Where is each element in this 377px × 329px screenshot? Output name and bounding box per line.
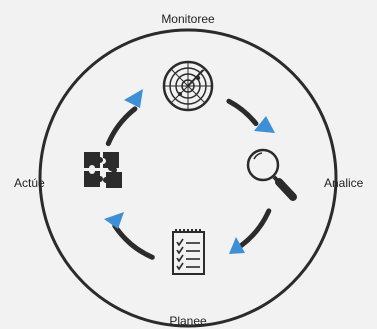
step-label-plan: Planee [169,314,207,328]
arrow-monitor-to-analyze [254,116,275,133]
step-label-act: Actúe [14,176,45,190]
magnifier-icon [246,148,297,201]
arrow-plan-to-act [104,212,124,229]
arc-monitor-to-analyze [226,98,259,127]
arc-analyze-to-plan [238,208,272,249]
arc-act-to-monitor [105,106,138,147]
outer-ring [38,28,338,328]
arrow-analyze-to-plan [229,237,245,254]
arc-plan-to-act [112,223,155,260]
arrow-act-to-monitor [124,89,143,108]
radar-icon [162,60,214,112]
checklist-icon [172,229,205,275]
step-label-analyze: Analice [324,176,364,190]
step-label-monitor: Monitoree [161,12,215,26]
puzzle-icon [84,152,122,188]
